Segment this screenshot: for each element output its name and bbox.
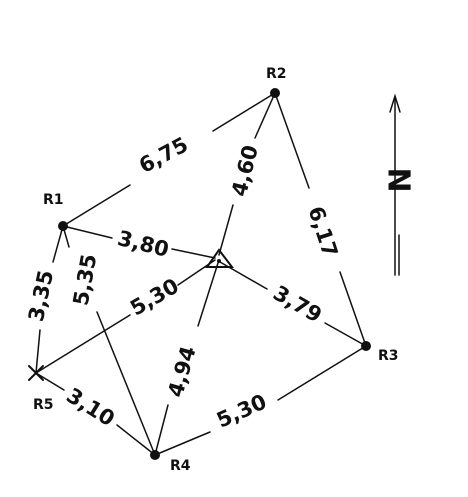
station-r3-point	[361, 341, 371, 351]
line-r4-r3-b	[277, 345, 367, 401]
line-r5-center-a	[35, 314, 131, 374]
station-label-r5: R5	[33, 397, 54, 413]
distance-r2-center: 4,60	[227, 143, 263, 199]
distance-center-r3: 3,79	[269, 281, 326, 328]
line-r1-r2-a	[62, 184, 131, 227]
distance-r1-r4: 5,35	[69, 252, 102, 307]
line-center-r4-a	[197, 262, 219, 327]
line-r1-r4-b	[96, 311, 156, 456]
line-r1-r2-b	[212, 92, 276, 132]
station-label-r4: R4	[170, 458, 191, 474]
line-center-r3-b	[324, 322, 367, 347]
distance-r1-center: 3,80	[115, 226, 171, 262]
distance-r4-r3: 5,30	[213, 390, 270, 433]
distance-labels: 6,75 4,60 6,17 3,80 3,35 5,35 5,30 3,79 …	[24, 132, 342, 432]
station-labels: R1 R2 R3 R4 R5	[33, 66, 399, 474]
line-r5-r4-b	[116, 424, 156, 456]
line-r2-center-a	[254, 92, 276, 139]
distance-center-r4: 4,94	[163, 344, 200, 400]
distance-r2-r3: 6,17	[304, 203, 343, 260]
line-r1-r5-a	[52, 225, 64, 263]
line-r2-r3-a	[274, 92, 310, 189]
line-center-r4-b	[154, 404, 169, 456]
station-label-r1: R1	[43, 192, 64, 208]
distance-r5-center: 5,30	[126, 274, 183, 321]
line-r2-r3-b	[339, 271, 367, 347]
line-r2-center-b	[218, 204, 234, 256]
line-r4-r3-a	[154, 431, 211, 456]
north-label: N	[381, 167, 416, 192]
north-arrow-head	[389, 93, 401, 113]
distance-r1-r5: 3,35	[24, 268, 58, 324]
distance-r1-r2: 6,75	[135, 132, 192, 178]
line-r5-r4-a	[35, 372, 65, 391]
line-r1-center-b	[171, 248, 216, 259]
station-label-r3: R3	[378, 348, 399, 364]
station-r4-point	[150, 450, 160, 460]
line-r1-r5-b	[35, 329, 41, 374]
station-r1-point	[58, 221, 68, 231]
north-arrow: N	[381, 93, 416, 276]
distance-r5-r4: 3,10	[62, 383, 119, 431]
station-label-r2: R2	[266, 66, 287, 82]
station-r2-point	[270, 88, 280, 98]
station-markers	[28, 88, 371, 460]
center-triangle-marker	[205, 248, 235, 268]
station-r5-cross	[28, 365, 44, 381]
line-r1-center-a	[62, 225, 113, 239]
